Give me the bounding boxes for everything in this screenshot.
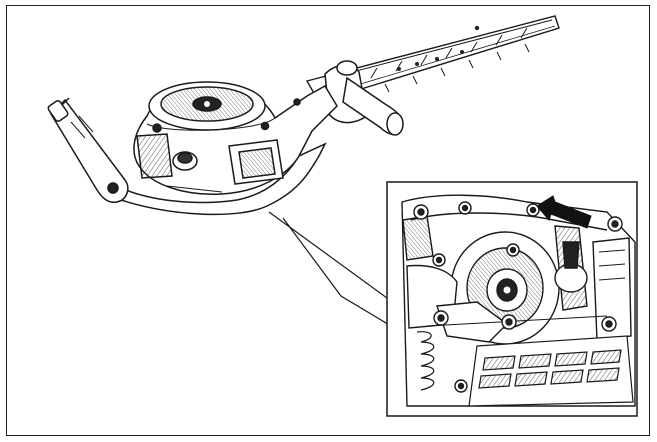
rear-handle: [47, 97, 129, 204]
cutter-blade: [305, 15, 560, 103]
gearbox-housing: [114, 81, 338, 216]
detail-leader-lines: [268, 211, 392, 327]
detail-inset: [386, 181, 638, 417]
cooling-fins: [468, 335, 634, 407]
diagram-frame: [6, 5, 650, 436]
screws: [413, 201, 623, 393]
indicator-arrow-icon: [536, 195, 592, 229]
spring: [416, 331, 435, 391]
hedge-trimmer-illustration: [47, 15, 638, 417]
